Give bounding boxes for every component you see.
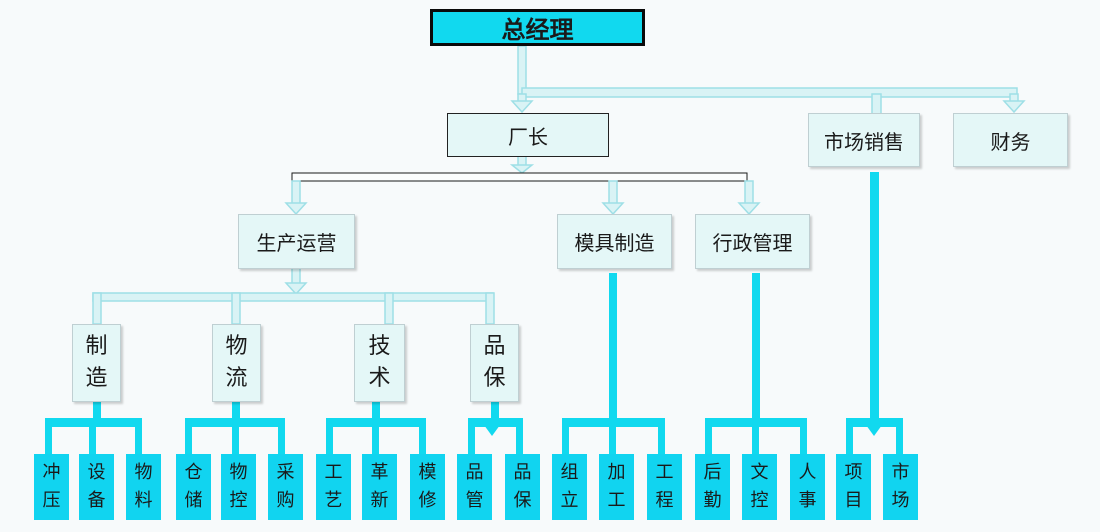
factory-branch-bar bbox=[291, 172, 748, 182]
leaf-mold-repair: 模修 bbox=[410, 454, 445, 520]
innovation-drop bbox=[372, 418, 379, 454]
gm-trunk bbox=[517, 45, 527, 95]
admin-box: 行政管理 bbox=[695, 214, 810, 269]
leaf-warehouse: 仓储 bbox=[176, 454, 211, 520]
leaf-innovation: 革新 bbox=[362, 454, 397, 520]
leaf-project: 项目 bbox=[836, 454, 871, 520]
mold-line bbox=[609, 273, 617, 421]
material-control-drop bbox=[232, 418, 239, 454]
quality-mgmt-drop bbox=[468, 418, 475, 454]
manufacture-box: 制造 bbox=[72, 324, 121, 402]
admin-line bbox=[752, 273, 760, 421]
admin-arrow bbox=[737, 202, 761, 216]
leaf-assembly: 组立 bbox=[552, 454, 587, 520]
quality-connector bbox=[491, 401, 499, 421]
stamping-drop bbox=[45, 418, 52, 454]
assembly-drop bbox=[562, 418, 569, 454]
finance-arrow bbox=[1002, 100, 1026, 114]
quality-bar bbox=[468, 418, 523, 427]
leaf-logistics-support: 后勤 bbox=[695, 454, 730, 520]
purchasing-drop bbox=[278, 418, 285, 454]
leaf-material-control: 物控 bbox=[221, 454, 256, 520]
mold-box: 模具制造 bbox=[557, 214, 672, 269]
quality-assurance-drop bbox=[516, 418, 523, 454]
project-drop bbox=[846, 418, 853, 454]
leaf-process: 工艺 bbox=[316, 454, 351, 520]
leaf-hr: 人事 bbox=[790, 454, 825, 520]
machining-drop bbox=[609, 418, 616, 454]
factory-director-box: 厂长 bbox=[447, 113, 609, 157]
hr-drop bbox=[800, 418, 807, 454]
leaf-equipment: 设备 bbox=[79, 454, 114, 520]
mold-repair-drop bbox=[419, 418, 426, 454]
leaf-document-control: 文控 bbox=[742, 454, 777, 520]
leaf-engineering: 工程 bbox=[647, 454, 682, 520]
mold-drop bbox=[608, 180, 618, 205]
leaf-quality-assurance: 品保 bbox=[505, 454, 540, 520]
production-arrow bbox=[284, 202, 308, 216]
technology-connector bbox=[372, 401, 380, 421]
leaf-materials: 物料 bbox=[126, 454, 161, 520]
sales-drop bbox=[871, 93, 882, 115]
production-drop bbox=[291, 180, 301, 205]
production-trunk-arrow bbox=[284, 282, 308, 296]
production-box: 生产运营 bbox=[238, 214, 355, 269]
leaf-purchasing: 采购 bbox=[268, 454, 303, 520]
logistics-connector bbox=[232, 401, 240, 421]
equipment-drop bbox=[89, 418, 96, 454]
sales-bar bbox=[846, 418, 903, 427]
manufacture-connector bbox=[93, 401, 101, 421]
market-drop bbox=[896, 418, 903, 454]
leaf-quality-mgmt: 品管 bbox=[457, 454, 492, 520]
sales-box: 市场销售 bbox=[808, 113, 920, 167]
technology-box: 技术 bbox=[354, 324, 405, 402]
production-branch-bar bbox=[92, 292, 494, 302]
process-drop bbox=[326, 418, 333, 454]
quality-box: 品保 bbox=[470, 324, 519, 402]
logistics-support-drop bbox=[705, 418, 712, 454]
logistics-drop bbox=[231, 292, 241, 325]
sales-arrow bbox=[866, 425, 882, 436]
sales-line bbox=[870, 172, 879, 421]
factory-trunk-arrow bbox=[509, 164, 535, 174]
admin-drop bbox=[744, 180, 754, 205]
technology-drop bbox=[384, 292, 394, 325]
quality-arrow bbox=[484, 425, 500, 436]
quality-drop bbox=[485, 292, 495, 325]
engineering-drop bbox=[658, 418, 665, 454]
gm-branch-bar bbox=[521, 87, 1018, 98]
logistics-box: 物流 bbox=[212, 324, 261, 402]
general-manager-box: 总经理 bbox=[430, 9, 645, 46]
leaf-stamping: 冲压 bbox=[34, 454, 69, 520]
finance-box: 财务 bbox=[953, 113, 1068, 167]
mold-arrow bbox=[601, 202, 625, 216]
document-control-drop bbox=[752, 418, 759, 454]
warehouse-drop bbox=[185, 418, 192, 454]
leaf-market: 市场 bbox=[883, 454, 918, 520]
factory-arrow bbox=[510, 100, 534, 114]
leaf-machining: 加工 bbox=[599, 454, 634, 520]
manufacture-drop bbox=[92, 292, 102, 325]
materials-drop bbox=[135, 418, 142, 454]
